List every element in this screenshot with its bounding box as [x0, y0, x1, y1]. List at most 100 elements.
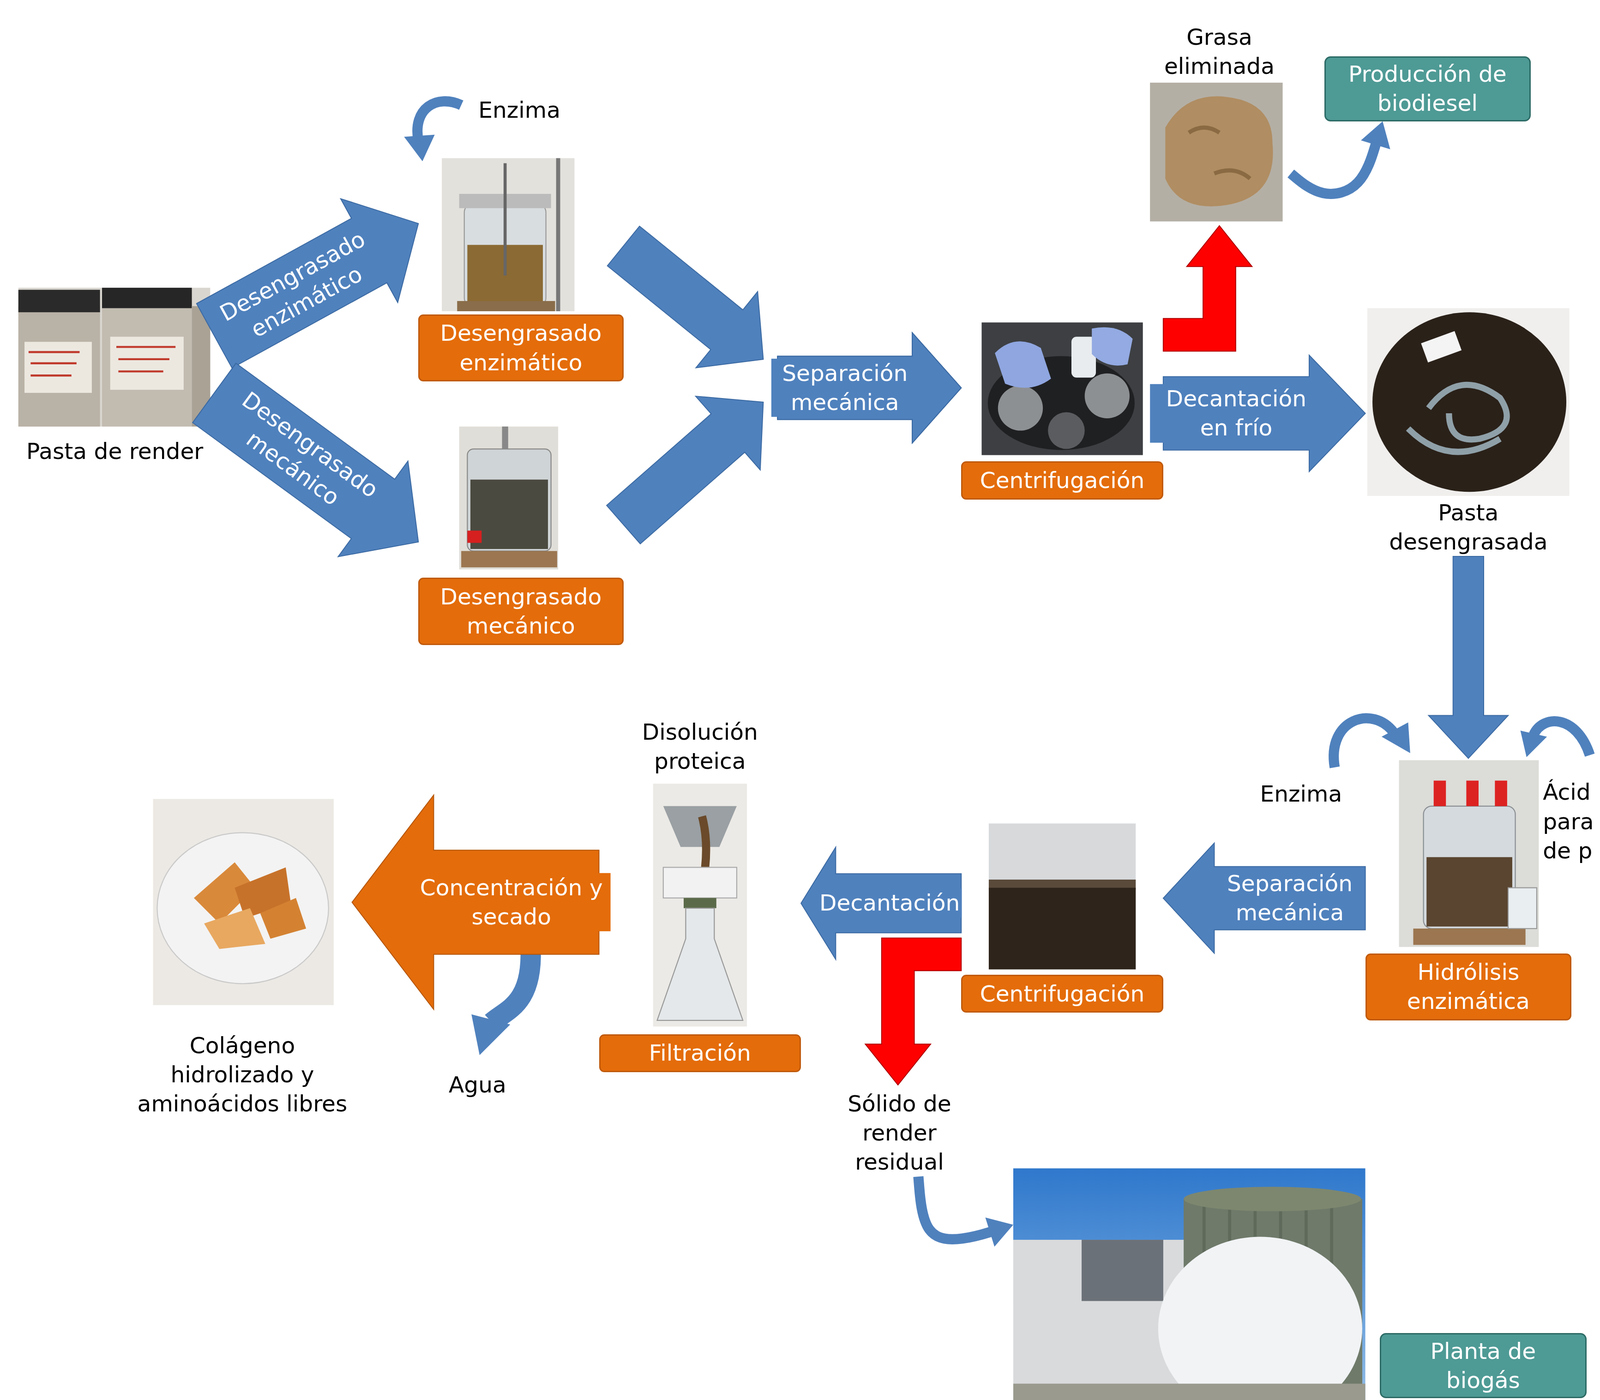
- filtration-photo: [683, 897, 717, 909]
- filtration-photo: [653, 783, 747, 1027]
- arrow-body: [606, 396, 764, 544]
- photo-slot: [418, 156, 624, 315]
- flow-arrow: [1428, 556, 1509, 758]
- edge-label-holder: Decantación: [817, 888, 963, 918]
- flow-arrow: [1163, 225, 1252, 351]
- enzymatic-reactor-photo: [556, 158, 561, 312]
- arrow-body: [192, 363, 419, 557]
- mechanical-reactor-photo: [461, 550, 558, 567]
- centrifuge-photo: [998, 385, 1043, 431]
- centrifuge-photo: [981, 322, 1143, 455]
- photo-slot: [1365, 306, 1572, 499]
- hydrolysis-reactor-photo: [1466, 780, 1479, 807]
- water-out-arrow: [491, 948, 531, 1023]
- enzyme-feed-arrow: [403, 101, 462, 162]
- photo-slot: [15, 285, 215, 437]
- process-node: Hidrólisis enzimática: [1365, 757, 1572, 1021]
- hydrolysis-reactor-photo: [1413, 928, 1526, 945]
- flow-arrow: [192, 363, 419, 557]
- flow-arrow: [918, 1176, 1014, 1247]
- enzymatic-reactor-photo: [441, 158, 575, 312]
- render-jars-photo: [102, 287, 193, 308]
- process-label: Centrifugación: [961, 461, 1164, 500]
- photo-slot: [132, 795, 352, 1031]
- caption: Pasta desengrasada: [1381, 498, 1556, 557]
- flow-arrow: [196, 198, 419, 368]
- removed-fat-photo: [1149, 82, 1283, 222]
- render-jars-photo: [18, 306, 101, 427]
- process-label: Hidrólisis enzimática: [1365, 953, 1572, 1021]
- product-node: Pasta desengrasada: [1365, 306, 1572, 557]
- arrow-body: [1163, 225, 1252, 351]
- photo-slot: [1148, 80, 1291, 226]
- edge-label: Desengrasado enzimático: [205, 219, 394, 359]
- process-node: Desengrasado enzimático: [418, 156, 624, 382]
- arrow-body: [1163, 842, 1366, 954]
- photo-slot: [961, 821, 1164, 975]
- render-jars-photo: [18, 287, 211, 427]
- centrifuge-photo: [1047, 412, 1085, 450]
- defatted-paste-photo: [1407, 384, 1507, 452]
- render-jars-photo: [18, 287, 211, 427]
- centrifuge-photo: [994, 341, 1052, 388]
- arrow-body: [865, 937, 962, 1085]
- defatted-paste-photo: [1367, 307, 1570, 496]
- collagen-photo: [153, 798, 334, 1005]
- enzyme-feed-arrow: [1333, 718, 1394, 768]
- edge-label: Decantación en frío: [1149, 384, 1323, 443]
- enzyme-feed-arrow: [1381, 722, 1411, 753]
- acid-feed-arrow: [1520, 730, 1547, 757]
- hydrolysis-reactor-photo: [1433, 780, 1447, 807]
- defatted-paste-photo: [1367, 307, 1570, 496]
- edge-label-holder: Desengrasado mecánico: [210, 378, 393, 534]
- enzyme-feed-arrow: [1333, 718, 1411, 768]
- caption: Disolución proteica: [623, 717, 777, 776]
- centrifuged-beaker-photo: [988, 887, 1136, 970]
- collagen-photo: [153, 798, 334, 1005]
- residue-node: Sólido de render residual: [831, 1084, 968, 1177]
- defatted-paste-photo: [1420, 330, 1462, 363]
- photo-slot: [1013, 1168, 1366, 1398]
- centrifuge-photo: [981, 322, 1143, 455]
- biogas-plant-photo: [1183, 1186, 1362, 1211]
- caption: Sólido de render residual: [843, 1084, 956, 1177]
- filtration-photo: [653, 783, 747, 1027]
- edge-label-holder: Separación mecánica: [1216, 868, 1364, 927]
- sample-node: Pasta de render: [15, 285, 215, 466]
- mechanical-reactor-photo: [467, 530, 482, 543]
- collagen-photo: [156, 832, 329, 984]
- edge-label-holder: Separación mecánica: [771, 358, 919, 417]
- render-jars-photo: [18, 289, 101, 313]
- hydrolysis-reactor-photo: [1494, 780, 1508, 807]
- filtration-photo: [657, 908, 744, 1021]
- centrifuged-beaker-photo: [988, 823, 1136, 969]
- enzymatic-reactor-photo: [503, 163, 507, 276]
- output-node: Producción de biodiesel: [1324, 56, 1531, 122]
- process-node: Centrifugación: [961, 821, 1164, 1013]
- process-label: Desengrasado mecánico: [418, 577, 624, 645]
- arrow-body: [607, 226, 764, 368]
- biogas-plant-photo: [1013, 1167, 1366, 1400]
- product-node: Grasa eliminada: [1148, 22, 1291, 226]
- caption: Pasta de render: [15, 436, 215, 466]
- arrow-head: [985, 1217, 1014, 1247]
- collagen-photo: [204, 908, 266, 949]
- arrow-body: [1290, 139, 1378, 194]
- product-node: Colágeno hidrolizado y aminoácidos libre…: [132, 795, 352, 1119]
- hydrolysis-reactor-photo: [1423, 806, 1516, 929]
- arrow-head: [1360, 121, 1390, 150]
- process-node: Disolución proteicaFiltración: [599, 717, 802, 1072]
- output-box: Planta de biogás: [1379, 1332, 1588, 1398]
- note-label: Enzima: [1259, 779, 1342, 809]
- output-box: Producción de biodiesel: [1324, 56, 1531, 122]
- edge-label-holder: Decantación en frío: [1149, 384, 1323, 443]
- flow-arrow: [865, 937, 962, 1085]
- render-jars-photo: [28, 346, 176, 376]
- edge-label: Desengrasado mecánico: [210, 378, 393, 534]
- caption: Colágeno hidrolizado y aminoácidos libre…: [132, 1030, 352, 1119]
- flow-arrow: [1290, 121, 1390, 194]
